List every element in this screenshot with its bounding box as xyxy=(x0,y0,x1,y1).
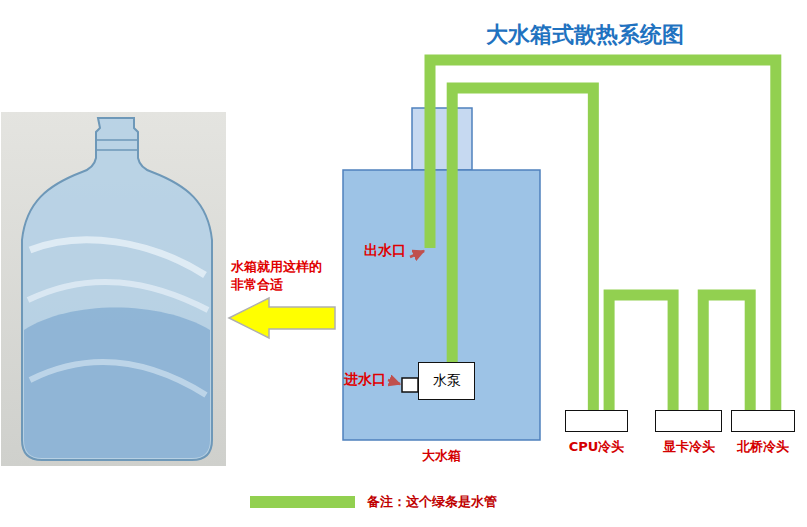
port-label: 进水口 xyxy=(344,371,386,387)
cold-head: CPU冷头 xyxy=(565,410,628,432)
water-tank: 大水箱水泵 xyxy=(343,170,540,440)
legend-swatch xyxy=(250,496,355,508)
legend-text: 备注：这个绿条是水管 xyxy=(367,493,497,511)
label-box: 水箱就用这样的 非常合适 xyxy=(231,258,327,294)
label-box: 出水口 xyxy=(364,241,406,259)
cold-head: 显卡冷头 xyxy=(655,410,722,432)
bottle-ridge xyxy=(28,282,208,310)
pump-box: 水泵 xyxy=(418,362,475,400)
bottle-ridge xyxy=(30,362,206,395)
pipe-segment xyxy=(425,170,436,248)
leader-arrow xyxy=(410,251,424,257)
note-label: 水箱就用这样的 非常合适 xyxy=(231,259,322,292)
node-label: 水泵 xyxy=(433,372,461,390)
port-label: 出水口 xyxy=(364,242,406,258)
node-caption: CPU冷头 xyxy=(569,438,625,456)
diagram-title: 大水箱式散热系统图 xyxy=(486,22,684,47)
cold-head: 北桥冷头 xyxy=(731,410,795,432)
legend-entry: 备注：这个绿条是水管 xyxy=(250,493,497,511)
water-bottle xyxy=(22,118,212,460)
title-box: 大水箱式散热系统图 xyxy=(486,20,684,50)
tank-neck xyxy=(412,108,472,170)
pump-inlet xyxy=(402,378,418,392)
bottle-water xyxy=(24,308,210,459)
node-caption: 显卡冷头 xyxy=(663,438,715,456)
bottle-ridge xyxy=(30,240,205,275)
label-box: 进水口 xyxy=(344,370,386,388)
node-caption: 大水箱 xyxy=(422,447,461,465)
photo-background xyxy=(1,112,226,466)
tank-body xyxy=(343,170,540,440)
node-caption: 北桥冷头 xyxy=(737,438,789,456)
leader-arrow xyxy=(388,380,400,384)
bottle-neck-ring xyxy=(96,140,138,150)
water-pipe xyxy=(703,295,750,410)
water-pipe xyxy=(609,295,673,410)
pointer-arrow xyxy=(229,298,335,338)
water-pipe xyxy=(430,60,776,410)
